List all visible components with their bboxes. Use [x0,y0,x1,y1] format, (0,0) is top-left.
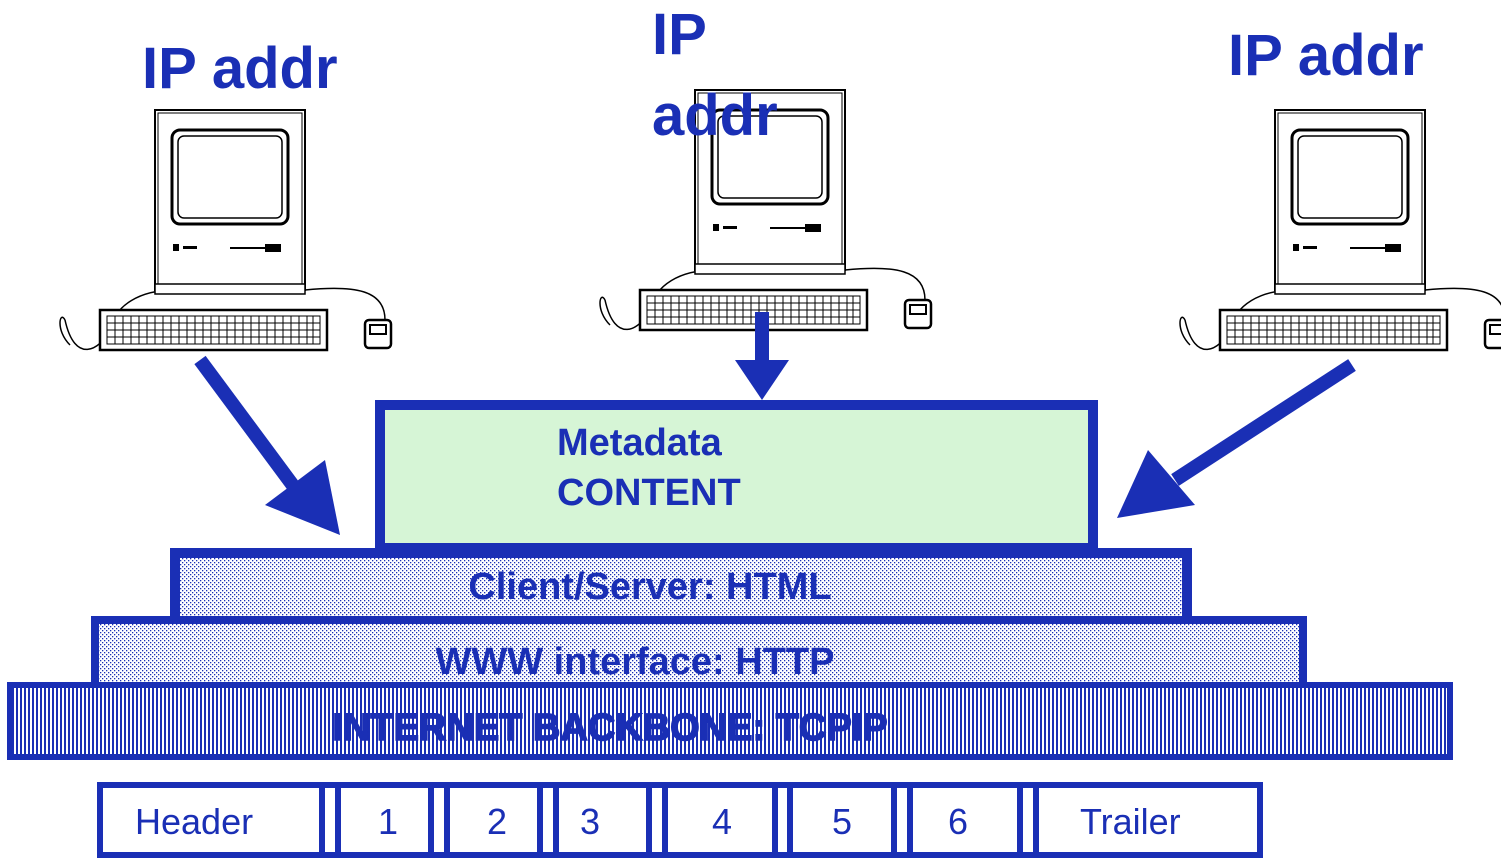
backbone-layer-label: INTERNET BACKBONE: TCPIP [332,707,887,749]
www-layer-label: WWW interface: HTTP [436,641,835,683]
arrow-left [194,355,340,535]
packet-field-4: 4 [712,801,732,842]
content-layer-line1: Metadata [557,422,723,464]
arrow-center [735,312,789,400]
backbone-layer [7,682,1453,760]
packet-field-2: 2 [487,801,507,842]
ip-label-center-line2: addr [652,83,778,148]
packet-field-trailer: Trailer [1080,801,1181,842]
ip-label-left: IP addr [142,36,338,101]
packet-field-6: 6 [948,801,968,842]
client-server-label: Client/Server: HTML [468,566,831,608]
packet-field-5: 5 [832,801,852,842]
ip-label-right: IP addr [1228,23,1424,88]
content-layer [375,400,1098,553]
content-layer-line2: CONTENT [557,472,741,514]
computer-left-icon [58,108,393,352]
packet-field-header: Header [135,801,253,842]
ip-label-center-line1: IP [652,2,707,67]
client-server-layer [170,548,1192,630]
computer-right-icon [1178,108,1501,352]
www-layer [91,616,1307,692]
packet-field-3: 3 [580,801,600,842]
packet-row: Header 1 2 3 4 5 6 Trailer [97,782,1263,858]
arrow-right [1117,359,1356,518]
packet-field-1: 1 [378,801,398,842]
